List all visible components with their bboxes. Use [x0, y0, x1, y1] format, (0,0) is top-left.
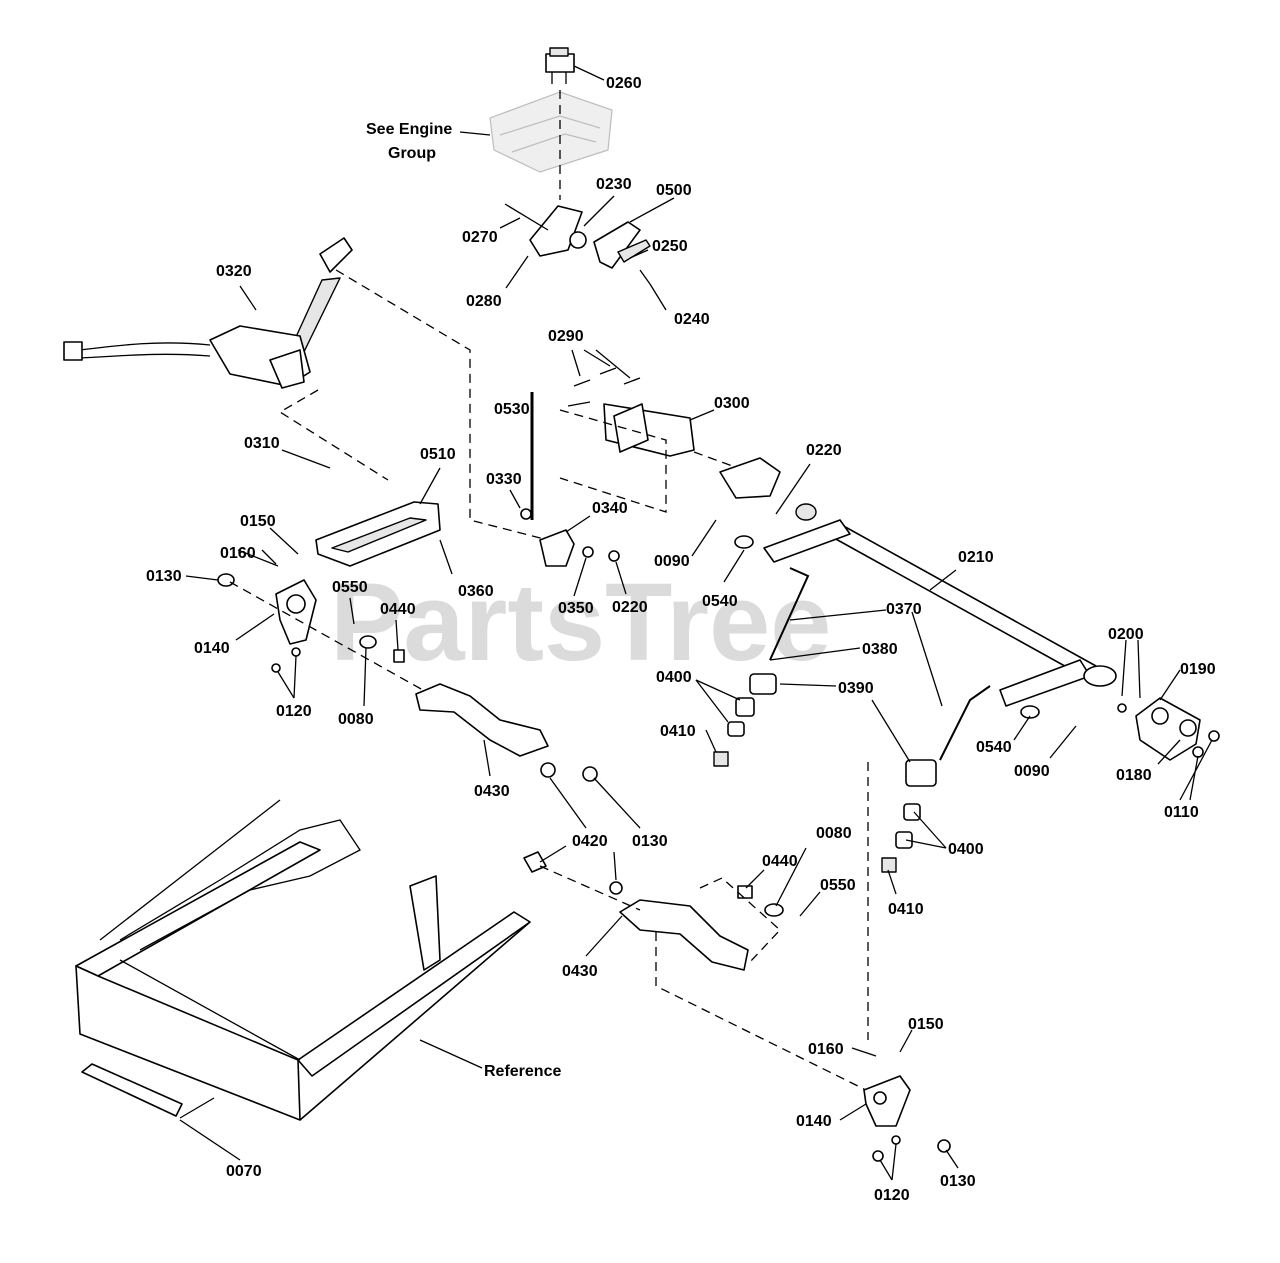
callout: 0380: [862, 641, 898, 658]
callout: 0140: [194, 640, 230, 657]
callout: 0530: [494, 401, 530, 418]
callout: 0350: [558, 600, 594, 617]
rod-0370-a: [769, 567, 810, 661]
actuator-0320: [63, 237, 353, 389]
callout: 0430: [474, 783, 510, 800]
callout: 0130: [940, 1173, 976, 1190]
callout: 0160: [808, 1041, 844, 1058]
callout: 0250: [652, 238, 688, 255]
bushings-right: [881, 759, 937, 873]
callouts: 0260 0270 0230 0500 0250 0240 0280 0320 …: [146, 75, 1216, 1204]
callout: 0230: [596, 176, 632, 193]
callout: 0120: [874, 1187, 910, 1204]
callout: 0180: [1116, 767, 1152, 784]
callout: 0400: [948, 841, 984, 858]
leader-actuator: [335, 269, 549, 541]
leader-lower-lever-2: [655, 932, 871, 1093]
callout: 0390: [838, 680, 874, 697]
leader-lower-lever-3: [699, 877, 781, 963]
leader-left-pivot: [229, 581, 431, 695]
pivot-0140-lower: [863, 1075, 951, 1162]
callout: 0540: [702, 593, 738, 610]
callout: 0330: [486, 471, 522, 488]
callout: 0420: [572, 833, 608, 850]
callout: 0340: [592, 500, 628, 517]
label-reference: Reference: [484, 1063, 561, 1080]
callout: 0440: [380, 601, 416, 618]
callout: 0150: [908, 1016, 944, 1033]
callout: 0190: [1180, 661, 1216, 678]
bracket-0340: [520, 508, 620, 567]
callout: 0310: [244, 435, 280, 452]
frame-reference: [75, 799, 531, 1121]
callout: 0130: [632, 833, 668, 850]
callout: 0210: [958, 549, 994, 566]
callout: 0070: [226, 1163, 262, 1180]
callout: 0120: [276, 703, 312, 720]
callout: 0370: [886, 601, 922, 618]
bushings-left: [713, 673, 777, 767]
callout: 0160: [220, 545, 256, 562]
callout: 0540: [976, 739, 1012, 756]
plate-0070: [81, 1063, 183, 1117]
callout: 0500: [656, 182, 692, 199]
lever-0430-lower: [523, 851, 784, 971]
bracket-0300: [567, 367, 695, 457]
callout: 0440: [762, 853, 798, 870]
callout: 0400: [656, 669, 692, 686]
callout: 0430: [562, 963, 598, 980]
callout: 0510: [420, 446, 456, 463]
callout: 0240: [674, 311, 710, 328]
switch-0260: [545, 47, 575, 84]
callout: 0200: [1108, 626, 1144, 643]
callout: 0110: [1164, 804, 1199, 821]
callout: 0270: [462, 229, 498, 246]
callout: 0410: [888, 901, 924, 918]
pivot-0140-upper: [217, 573, 317, 673]
lever-0430-upper: [359, 635, 598, 782]
leaders: [179, 65, 1213, 1181]
leader-see-engine: [459, 131, 491, 136]
shaft-0210: [719, 457, 1117, 707]
leader-lower-lever: [539, 865, 641, 911]
callout: 0280: [466, 293, 502, 310]
leader-actuator-lower: [278, 389, 389, 481]
callout: 0090: [1014, 763, 1050, 780]
callout: 0220: [612, 599, 648, 616]
callout: 0130: [146, 568, 182, 585]
callout: 0290: [548, 328, 584, 345]
washer-0540-a: [734, 535, 754, 549]
callout: 0090: [654, 553, 690, 570]
watermark: PartsTree: [330, 561, 831, 684]
label-see-engine-2: Group: [388, 145, 436, 162]
callout: 0080: [816, 825, 852, 842]
label-see-engine-1: See Engine: [366, 121, 452, 138]
callout: 0220: [806, 442, 842, 459]
washer-0540-b: [1020, 705, 1040, 719]
callout: 0140: [796, 1113, 832, 1130]
callout: 0410: [660, 723, 696, 740]
callout: 0550: [332, 579, 368, 596]
engine-ghost: [489, 91, 613, 173]
plate-0190: [1117, 697, 1220, 761]
bracket-0510: [315, 501, 441, 567]
leader-0300-right: [693, 451, 761, 477]
callout: 0080: [338, 711, 374, 728]
callout: 0550: [820, 877, 856, 894]
callout: 0260: [606, 75, 642, 92]
plate-assembly-top: [504, 203, 651, 285]
callout: 0320: [216, 263, 252, 280]
rod-0370-b: [939, 685, 991, 761]
callout: 0150: [240, 513, 276, 530]
callout: 0360: [458, 583, 494, 600]
callout: 0300: [714, 395, 750, 412]
